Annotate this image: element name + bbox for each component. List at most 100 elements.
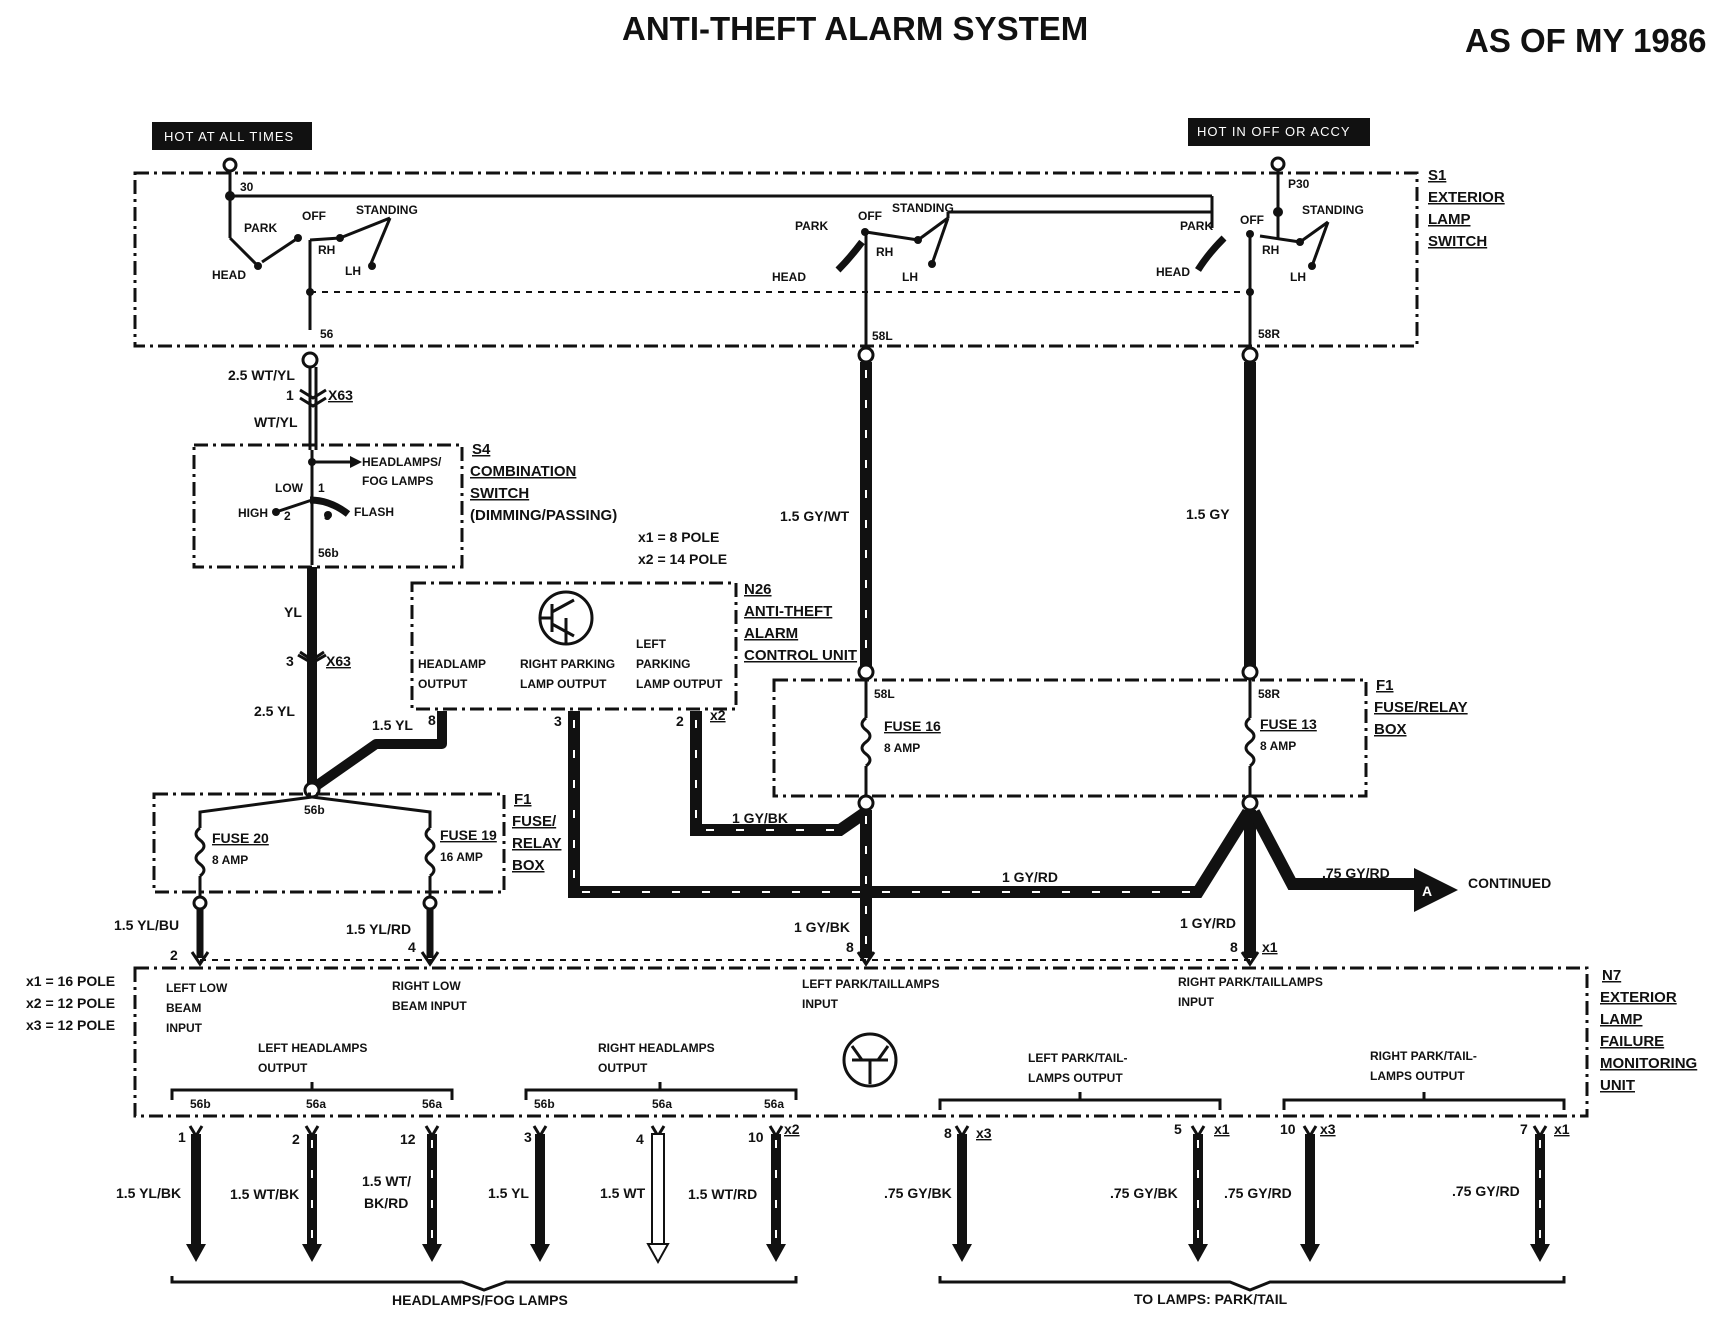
svg-text:YL: YL (284, 604, 302, 620)
svg-text:STANDING: STANDING (892, 201, 954, 215)
svg-text:RIGHT PARKING: RIGHT PARKING (520, 657, 615, 671)
svg-text:BEAM INPUT: BEAM INPUT (392, 999, 467, 1013)
n7-output-4: 4 1.5 WT (600, 1125, 670, 1265)
svg-text:HOT AT ALL TIMES: HOT AT ALL TIMES (164, 129, 294, 144)
svg-text:LH: LH (1290, 270, 1306, 284)
x63-upper-connector: 2.5 WT/YL 1 X63 WT/YL (228, 367, 353, 450)
svg-text:FUSE 20: FUSE 20 (212, 830, 269, 846)
fuse20-output-node (192, 895, 208, 911)
svg-text:INPUT: INPUT (802, 997, 839, 1011)
model-year-label: AS OF MY 1986 (1465, 22, 1707, 59)
svg-text:4: 4 (636, 1131, 644, 1147)
svg-text:SWITCH: SWITCH (470, 485, 529, 502)
svg-text:x2: x2 (710, 707, 726, 723)
svg-text:PARK: PARK (795, 219, 828, 233)
svg-text:1.5 WT/BK: 1.5 WT/BK (230, 1186, 299, 1202)
svg-text:LH: LH (902, 270, 918, 284)
wire-075-gy-rd-continued (1248, 809, 1420, 890)
svg-text:A: A (1422, 883, 1432, 899)
n7-output-3: 3 1.5 YL (488, 1125, 550, 1262)
s1-exterior-lamp-switch: 30 P30 PARK OFF STANDING HEAD RH LH 56 (133, 156, 1505, 350)
svg-text:PARK: PARK (244, 221, 277, 235)
svg-text:(DIMMING/PASSING): (DIMMING/PASSING) (470, 507, 617, 524)
svg-text:FUSE 16: FUSE 16 (884, 718, 941, 734)
svg-text:10: 10 (1280, 1121, 1296, 1137)
svg-text:x3: x3 (976, 1125, 992, 1141)
svg-text:56: 56 (320, 327, 334, 341)
svg-text:RH: RH (876, 245, 893, 259)
svg-text:1.5 GY/WT: 1.5 GY/WT (780, 508, 850, 524)
svg-text:BOX: BOX (1374, 721, 1407, 738)
wire-15-yl (313, 711, 447, 791)
svg-text:LEFT PARK/TAIL-: LEFT PARK/TAIL- (1028, 1051, 1128, 1065)
s4-combination-switch: HEADLAMPS/ FOG LAMPS LOW 1 HIGH 2 3 FLAS… (192, 441, 617, 569)
svg-text:HEAD: HEAD (212, 268, 246, 282)
svg-text:3: 3 (524, 1129, 532, 1145)
n7-output-7-x1: 7 x1 .75 GY/RD (1452, 1121, 1570, 1262)
n7-output-2: 2 1.5 WT/BK (230, 1125, 322, 1262)
svg-text:x3 = 12 POLE: x3 = 12 POLE (26, 1017, 115, 1033)
continued-marker-a: A CONTINUED (1414, 868, 1551, 912)
svg-text:56a: 56a (652, 1097, 672, 1111)
svg-text:EXTERIOR: EXTERIOR (1600, 989, 1677, 1006)
svg-text:1 GY/BK: 1 GY/BK (732, 810, 788, 826)
svg-text:x2: x2 (784, 1121, 800, 1137)
svg-text:INPUT: INPUT (1178, 995, 1215, 1009)
svg-text:8: 8 (944, 1125, 952, 1141)
svg-text:8 AMP: 8 AMP (212, 853, 248, 867)
svg-text:SWITCH: SWITCH (1428, 233, 1487, 250)
hot-in-off-or-accy-tag: HOT IN OFF OR ACCY (1188, 118, 1370, 146)
svg-text:56b: 56b (534, 1097, 555, 1111)
svg-text:STANDING: STANDING (1302, 203, 1364, 217)
s1-terminal-58r (1241, 346, 1259, 364)
svg-text:56b: 56b (318, 546, 339, 560)
svg-text:3: 3 (286, 653, 294, 669)
svg-text:HEADLAMPS/FOG LAMPS: HEADLAMPS/FOG LAMPS (392, 1292, 568, 1308)
svg-text:RIGHT PARK/TAILLAMPS: RIGHT PARK/TAILLAMPS (1178, 975, 1323, 989)
svg-text:N7: N7 (1602, 967, 1621, 984)
svg-text:LAMP: LAMP (1428, 211, 1471, 228)
svg-text:56a: 56a (422, 1097, 442, 1111)
svg-text:UNIT: UNIT (1600, 1077, 1635, 1094)
svg-text:1.5 YL: 1.5 YL (372, 717, 413, 733)
fuse13-output-node (1241, 794, 1259, 812)
svg-text:BK/RD: BK/RD (364, 1195, 408, 1211)
svg-text:LEFT LOW: LEFT LOW (166, 981, 228, 995)
svg-text:1.5 YL: 1.5 YL (488, 1185, 529, 1201)
n7-output-8-x3: 8 x3 .75 GY/BK (884, 1125, 992, 1262)
svg-text:N26: N26 (744, 581, 772, 598)
svg-text:58R: 58R (1258, 327, 1280, 341)
svg-text:X63: X63 (328, 387, 353, 403)
svg-text:7: 7 (1520, 1121, 1528, 1137)
s1-terminal-58l (857, 346, 875, 364)
svg-text:1: 1 (286, 387, 294, 403)
svg-text:x1 = 8 POLE: x1 = 8 POLE (638, 529, 719, 545)
svg-text:1.5 YL/BK: 1.5 YL/BK (116, 1185, 181, 1201)
svg-text:PARK: PARK (1180, 219, 1213, 233)
svg-text:.75 GY/BK: .75 GY/BK (1110, 1185, 1178, 1201)
svg-text:LAMP: LAMP (1600, 1011, 1643, 1028)
svg-text:8 AMP: 8 AMP (1260, 739, 1296, 753)
svg-text:OUTPUT: OUTPUT (598, 1061, 648, 1075)
svg-text:RIGHT HEADLAMPS: RIGHT HEADLAMPS (598, 1041, 715, 1055)
to-lamps-park-tail-group: TO LAMPS: PARK/TAIL (938, 1276, 1566, 1307)
svg-text:F1: F1 (514, 791, 532, 808)
svg-text:INPUT: INPUT (166, 1021, 203, 1035)
svg-text:1.5 YL/RD: 1.5 YL/RD (346, 921, 411, 937)
hot-at-all-times-tag: HOT AT ALL TIMES (152, 122, 312, 150)
svg-text:58R: 58R (1258, 687, 1280, 701)
svg-text:2.5 WT/YL: 2.5 WT/YL (228, 367, 295, 383)
s1-terminal-56 (301, 351, 319, 369)
svg-text:1.5 GY: 1.5 GY (1186, 506, 1230, 522)
n7-output-5-x1: 5 x1 .75 GY/BK (1110, 1121, 1230, 1262)
svg-text:CONTINUED: CONTINUED (1468, 875, 1551, 891)
svg-text:16 AMP: 16 AMP (440, 850, 483, 864)
n7-output-10-x2: 10 x2 1.5 WT/RD (688, 1121, 800, 1262)
svg-text:OFF: OFF (858, 209, 882, 223)
svg-text:3: 3 (554, 713, 562, 729)
svg-text:TO LAMPS: PARK/TAIL: TO LAMPS: PARK/TAIL (1134, 1291, 1288, 1307)
svg-text:56a: 56a (306, 1097, 326, 1111)
svg-text:2: 2 (292, 1131, 300, 1147)
svg-text:PARKING: PARKING (636, 657, 690, 671)
